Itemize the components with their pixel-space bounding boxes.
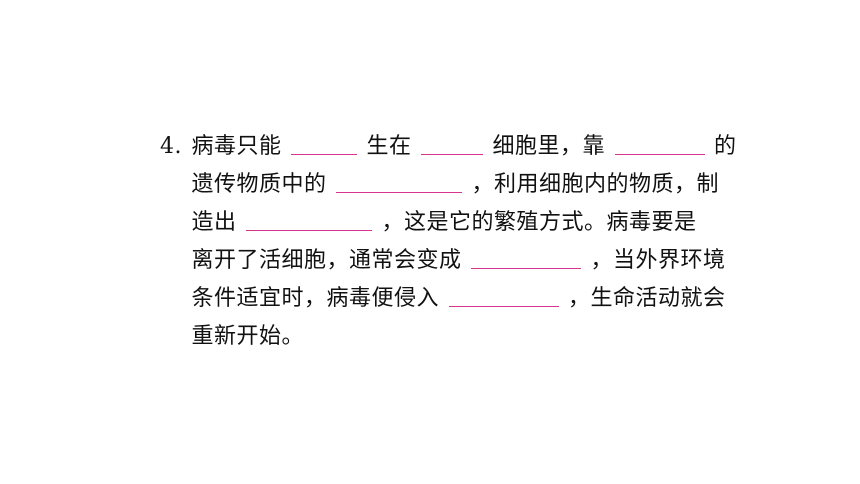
line-text: 遗传物质中的 [191,172,327,197]
line-text: 条件适宜时，病毒便侵入 [191,286,440,311]
line-text: 造出 [191,210,237,235]
line-text: ，生命活动就会 [568,286,726,311]
answer-blank[interactable] [471,246,582,269]
line-text: ，利用细胞内的物质，制 [471,172,720,197]
answer-blank[interactable] [421,132,484,155]
question-line-3: 造出 ，这是它的繁殖方式。病毒要是 [160,204,697,242]
question-line-2: 遗传物质中的 ，利用细胞内的物质，制 [160,166,719,204]
line-text: 离开了活细胞，通常会变成 [191,248,462,273]
line-text: 细胞里，靠 [492,134,606,159]
line-text: 的 [714,134,737,159]
answer-blank[interactable] [246,208,373,231]
question-line-6: 重新开始。 [160,318,304,356]
answer-blank[interactable] [336,170,463,193]
answer-blank[interactable] [448,284,559,307]
line-text: 重新开始。 [191,324,305,349]
question-line-1: 4. 病毒只能 生在 细胞里，靠 的 [160,128,737,166]
line-text: ，这是它的繁殖方式。病毒要是 [381,210,697,235]
line-text: 生在 [366,134,412,159]
question-line-5: 条件适宜时，病毒便侵入 ，生命活动就会 [160,280,726,318]
line-text: 病毒只能 [191,134,282,159]
answer-blank[interactable] [614,132,705,155]
question-number: 4. [160,134,182,159]
question-line-4: 离开了活细胞，通常会变成 ，当外界环境 [160,242,726,280]
line-text: ，当外界环境 [590,248,726,273]
answer-blank[interactable] [291,132,358,155]
